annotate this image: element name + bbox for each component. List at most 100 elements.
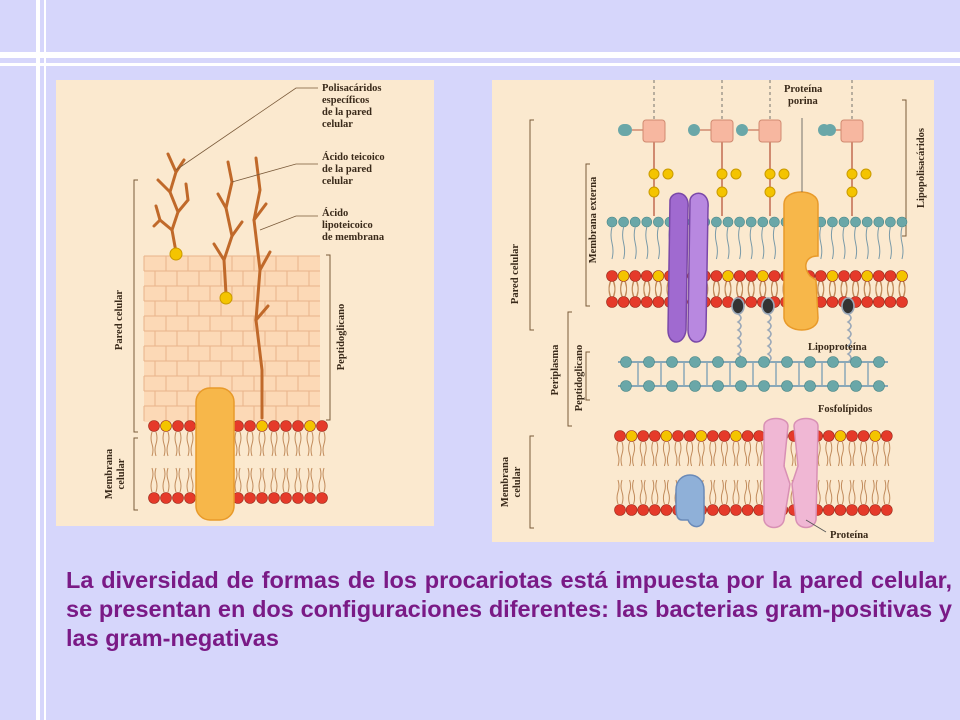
label-polysaccharides-1: Polisacáridos	[322, 83, 382, 94]
gn-inner-lipid-head	[649, 430, 661, 442]
lps-lipid-a	[734, 216, 745, 228]
gn-outer-lipid-head	[838, 270, 850, 282]
label-teichoic-2: de la pared	[322, 164, 372, 175]
inner-membrane-bilayer	[614, 430, 893, 516]
label-lipoprotein: Lipoproteína	[808, 342, 867, 353]
lps-tail	[633, 226, 637, 260]
gn-inner-lipid-tail	[864, 479, 868, 505]
gp-lipid-tail	[318, 431, 322, 457]
lps-lipid-a	[606, 216, 618, 228]
gp-lipid-tail	[286, 467, 290, 493]
gp-lipid-tail	[250, 467, 254, 493]
gn-outer-lipid-head	[861, 270, 874, 282]
pointer-lipoteichoic	[259, 215, 318, 231]
gp-lipid-head	[256, 492, 268, 504]
gp-lipid-tail	[282, 467, 286, 493]
lipoprotein-anchor	[731, 297, 745, 315]
gn-inner-lipid-tail	[720, 479, 724, 505]
membrane-protein-pink	[763, 417, 791, 529]
peptidoglycan-node	[850, 356, 862, 368]
gp-lipid-tail	[190, 431, 194, 457]
membrane-protein-blue	[675, 474, 705, 528]
lipoprotein-coil	[736, 313, 742, 363]
gn-inner-lipid-tail	[883, 441, 887, 467]
frame-line-vertical-2	[44, 0, 46, 720]
gn-inner-lipid-head	[730, 504, 742, 516]
gn-inner-lipid-tail	[883, 479, 887, 505]
gp-lipid-tail	[298, 431, 302, 457]
gn-inner-lipid-tail	[864, 441, 868, 467]
label-phospholipids: Fosfolípidos	[818, 404, 872, 415]
lps-lipid-a	[745, 216, 757, 228]
gn-inner-lipid-tail	[836, 479, 840, 505]
lps-node	[736, 124, 748, 136]
lps-tail	[877, 226, 881, 260]
peptidoglycan-node	[873, 356, 885, 368]
gn-inner-lipid-tail	[736, 441, 740, 467]
label-teichoic-1: Ácido teicoico	[322, 151, 385, 163]
gp-lipid-tail	[282, 431, 286, 457]
frame-line-vertical-1	[0, 0, 4, 720]
gp-lipid-head	[160, 492, 172, 504]
gp-lipid-head	[268, 492, 280, 504]
gp-lipid-tail	[190, 467, 194, 493]
lps-sugar	[778, 168, 790, 180]
peptidoglycan-bracket	[326, 254, 331, 421]
gn-inner-lipid-tail	[662, 479, 666, 505]
gn-outer-lipid-head	[768, 270, 781, 282]
pointer-polysaccharides	[175, 87, 318, 171]
gn-outer-lipid-head	[606, 296, 618, 308]
lps-tail	[656, 226, 660, 260]
gram-positive-diagram: Pared celular Peptidoglicano Membrana ce…	[56, 80, 434, 526]
gn-inner-lipid-tail	[732, 479, 736, 505]
lps-sugar	[764, 186, 776, 198]
gn-inner-lipid-head	[880, 504, 893, 516]
lps-lipid-a	[629, 216, 641, 228]
label-protein: Proteína	[830, 530, 869, 541]
pointer-teichoic	[231, 163, 318, 183]
outer-membrane-protein-2	[687, 192, 709, 343]
lps-sugar	[730, 168, 742, 180]
lps-tail	[761, 226, 765, 260]
gp-lipid-tail	[298, 467, 302, 493]
gn-inner-lipid-tail	[852, 479, 856, 505]
gn-inner-lipid-tail	[628, 479, 632, 505]
gn-inner-lipid-tail	[709, 479, 713, 505]
gn-inner-lipid-tail	[817, 479, 821, 505]
gn-inner-lipid-tail	[748, 479, 752, 505]
gn-inner-lipid-tail	[732, 441, 736, 467]
gp-lipid-tail	[310, 467, 314, 493]
gn-inner-lipid-head	[625, 430, 638, 442]
gn-inner-lipid-tail	[678, 441, 682, 467]
label-polysaccharides-4: celular	[322, 119, 353, 130]
lps-tail	[842, 226, 846, 260]
label-cell-wall-gn: Pared celular	[510, 244, 521, 305]
lps-lipid-a	[757, 216, 769, 228]
gn-outer-lipid-head	[722, 270, 734, 282]
peptidoglycan-node	[712, 356, 724, 368]
gn-inner-lipid-tail	[697, 441, 701, 467]
gn-inner-lipid-tail	[701, 441, 705, 467]
gn-outer-lipid-head	[872, 296, 885, 308]
gp-lipid-tail	[270, 467, 274, 493]
gn-inner-lipid-tail	[616, 441, 620, 467]
gn-inner-lipid-tail	[736, 479, 740, 505]
lipoprotein-coil	[766, 313, 772, 363]
gn-inner-lipid-tail	[639, 479, 643, 505]
peptidoglycan-node	[804, 356, 816, 368]
gn-inner-lipid-tail	[759, 441, 763, 467]
gp-lipid-tail	[162, 467, 166, 493]
gn-inner-lipid-tail	[848, 479, 852, 505]
gn-inner-lipid-head	[869, 430, 882, 442]
gn-inner-lipid-tail	[744, 479, 748, 505]
label-polysaccharides-2: específicos	[322, 95, 369, 106]
gp-lipid-tail	[310, 431, 314, 457]
peptidoglycan-node	[827, 356, 839, 368]
gn-inner-lipid-tail	[620, 441, 624, 467]
lps-lipid-a	[850, 216, 861, 228]
peptidoglycan-node	[666, 356, 678, 368]
lps-sugar	[846, 186, 858, 198]
gn-inner-lipid-head	[718, 430, 731, 442]
gn-inner-lipid-tail	[825, 441, 829, 467]
gn-inner-lipid-head	[695, 430, 707, 442]
